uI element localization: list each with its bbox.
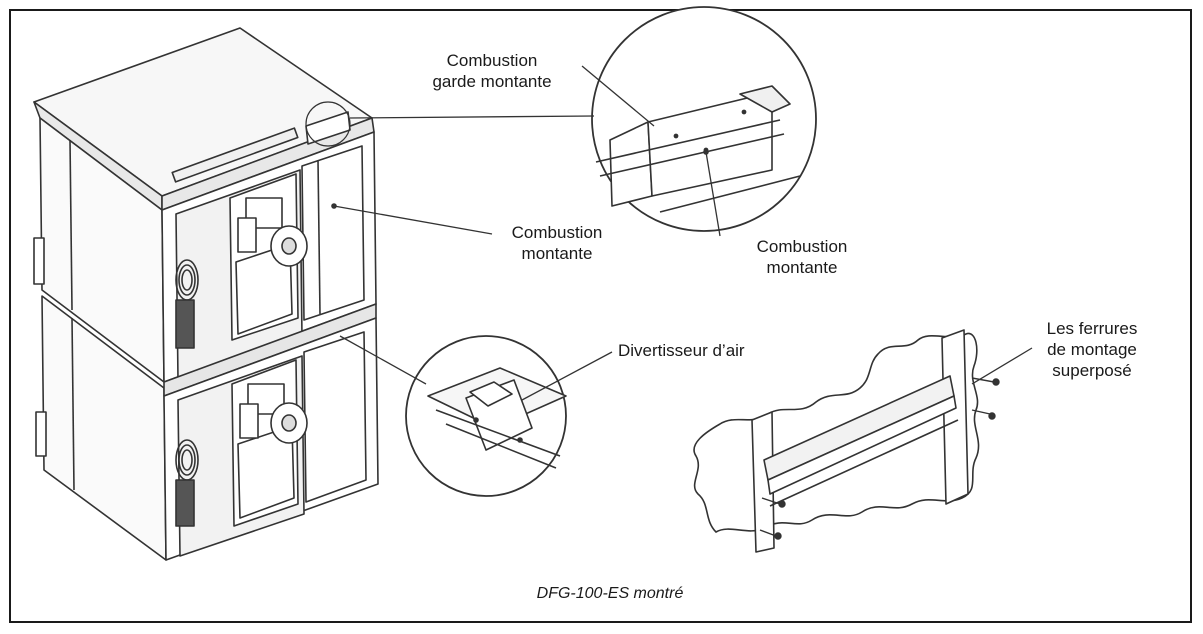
detail-air-diverter bbox=[405, 335, 567, 497]
lower-blower-motor bbox=[231, 359, 308, 527]
stacking-screws bbox=[759, 377, 1000, 540]
detail-stacking-hardware bbox=[693, 329, 1000, 553]
upper-coil bbox=[175, 259, 199, 349]
label-air-diverter: Divertisseur d’air bbox=[618, 341, 745, 360]
upper-riser-column bbox=[301, 145, 365, 321]
label-combustion-riser-detail: Combustion montante bbox=[756, 237, 848, 277]
stacked-unit bbox=[33, 27, 379, 561]
upper-blower-motor bbox=[229, 173, 308, 341]
figure-caption: DFG-100-ES montré bbox=[536, 585, 684, 602]
diagram-frame bbox=[9, 9, 1192, 623]
label-combustion-riser-main: Combustion montante bbox=[511, 223, 603, 263]
detail-combustion-guard bbox=[591, 6, 817, 232]
leader-lines bbox=[333, 65, 1033, 401]
lower-coil bbox=[175, 439, 199, 527]
label-combustion-guard: Combustion garde montante bbox=[432, 51, 552, 91]
label-stacking-hardware: Les ferrures de montage superposé bbox=[1046, 319, 1138, 380]
